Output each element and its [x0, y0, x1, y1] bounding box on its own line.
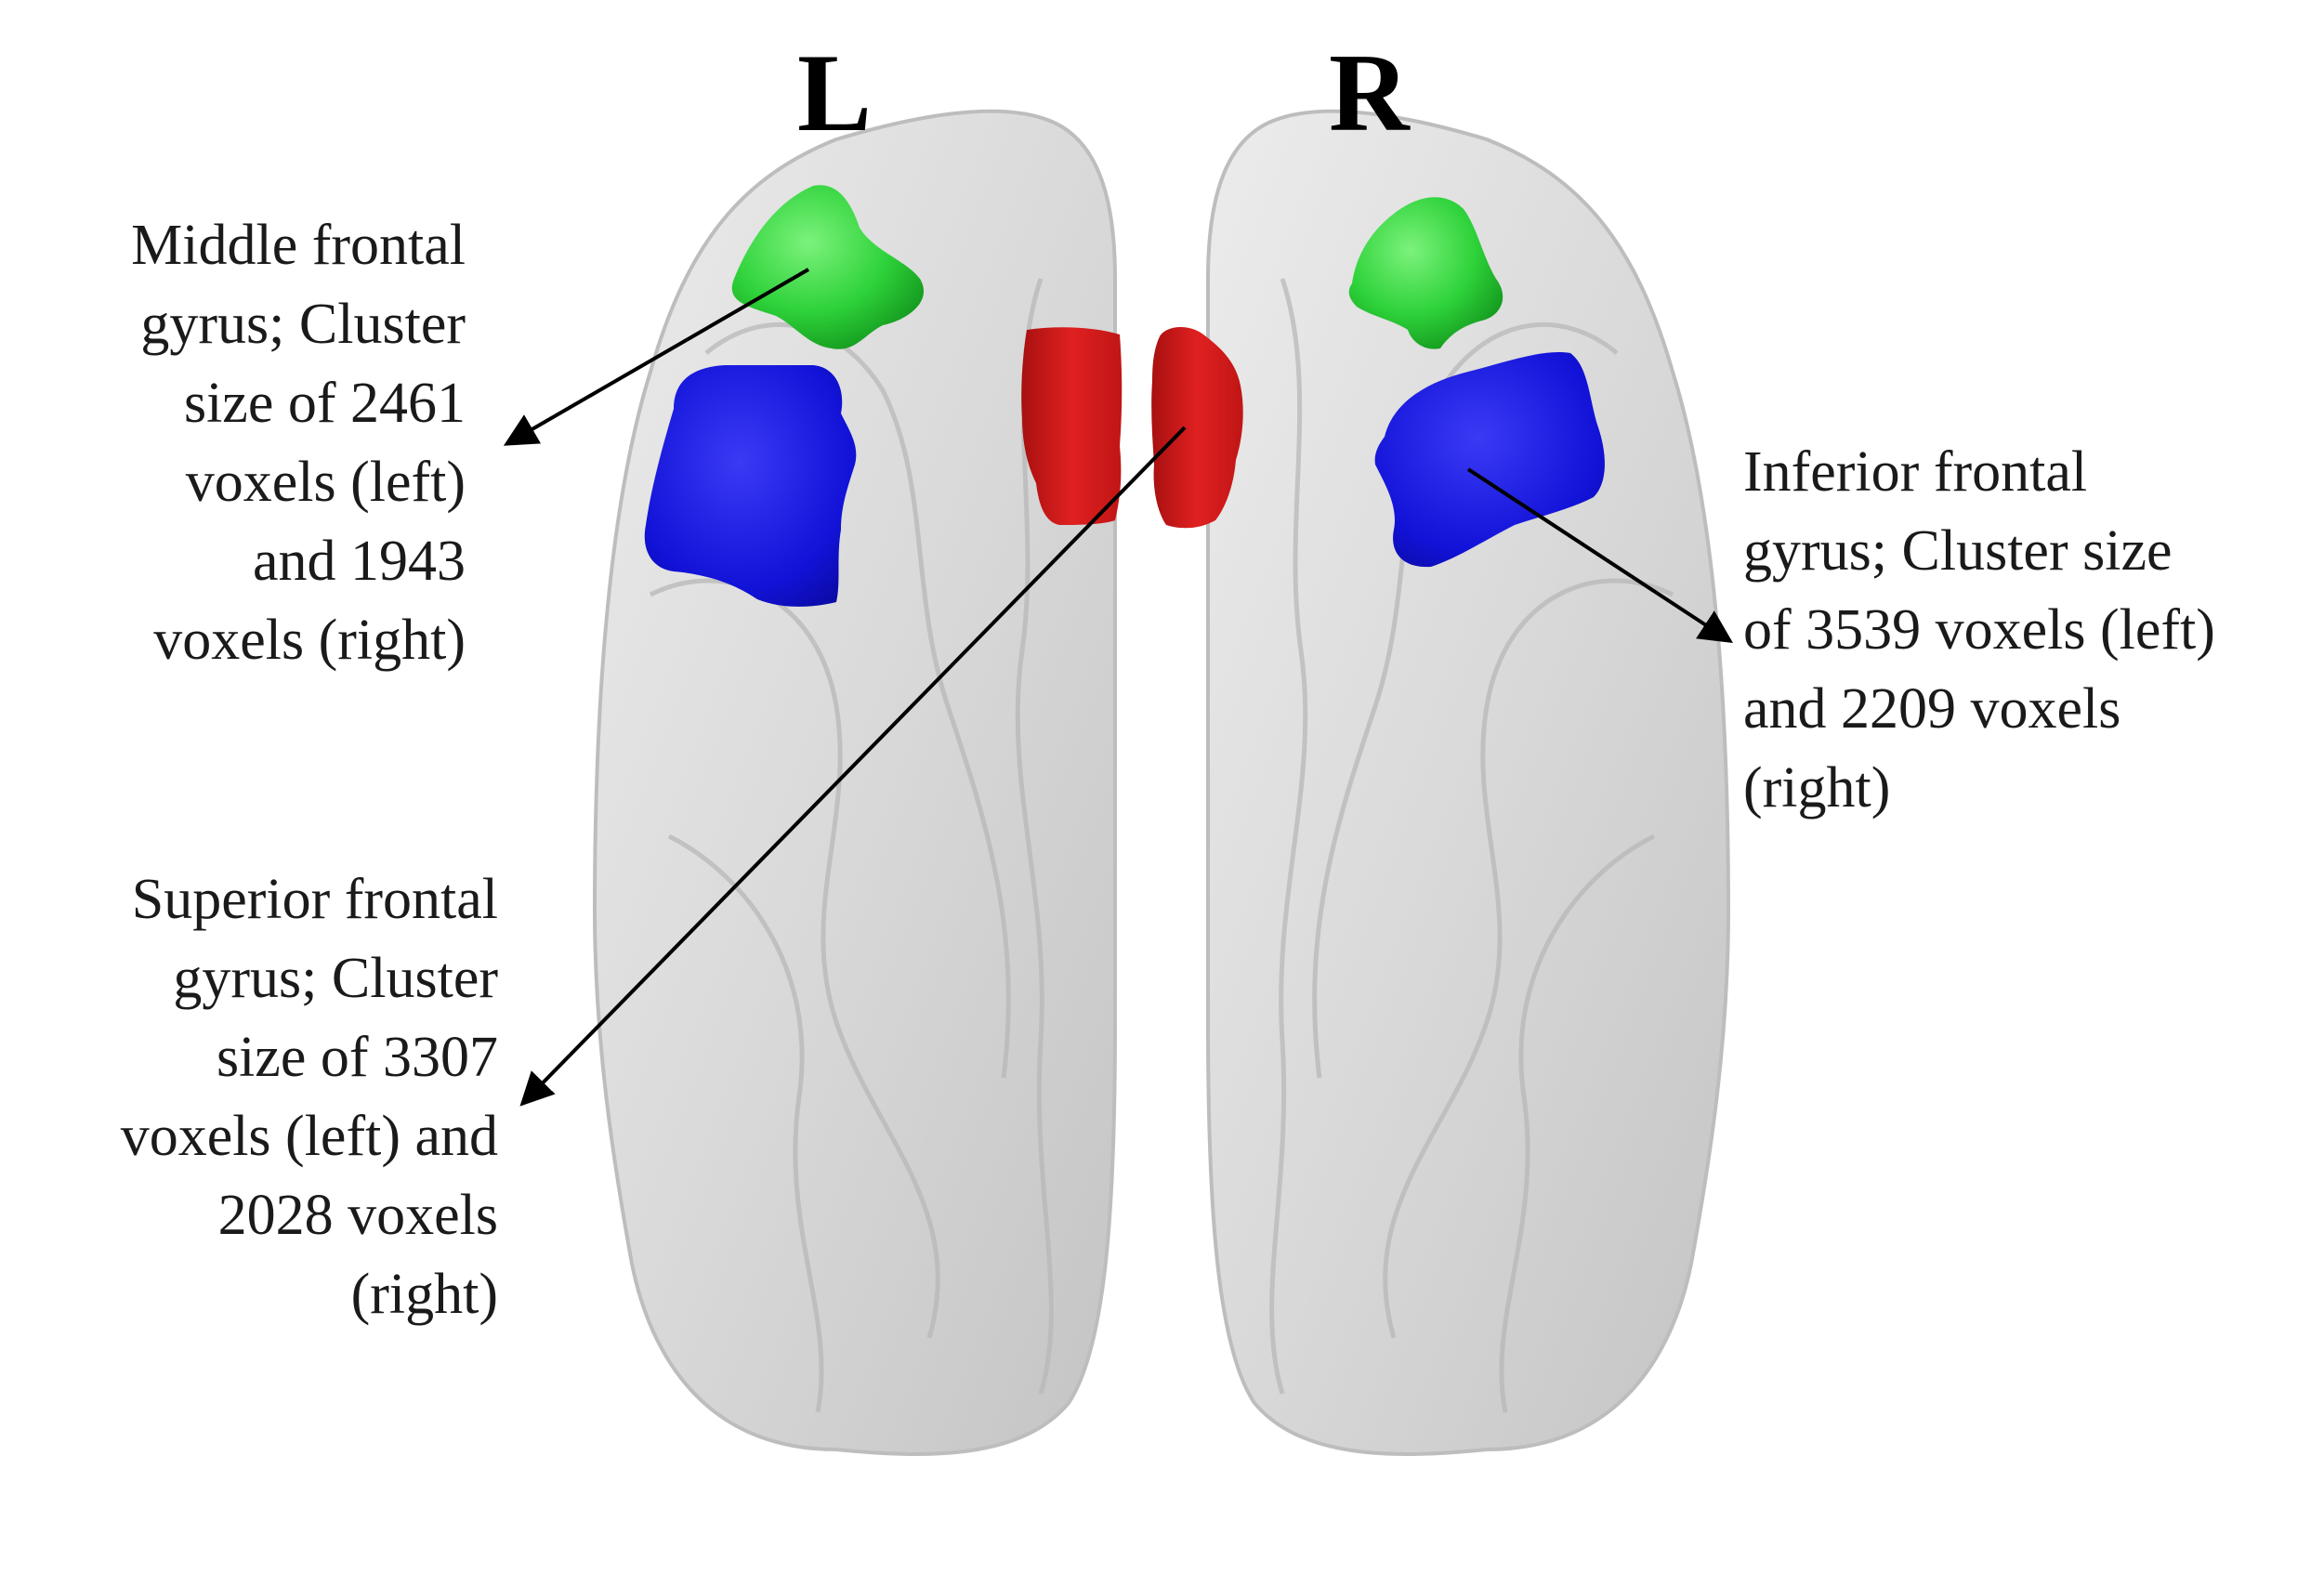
annotation-line: of 3539 voxels (left) [1743, 598, 2215, 662]
annotation-line: size of 2461 [183, 372, 466, 435]
inferior-frontal-leader-arrow [1466, 467, 1734, 643]
annotation-line: and 2209 voxels [1743, 677, 2121, 741]
middle-frontal-leader-arrow [503, 268, 810, 446]
annotation-line: Inferior frontal [1743, 440, 2088, 504]
annotation-line: (right) [1743, 756, 1891, 820]
annotation-line: Superior frontal [131, 868, 498, 931]
inferior-frontal-left-cluster [644, 365, 857, 607]
annotation-line: Middle frontal [131, 214, 466, 277]
annotation-line: voxels (left) and [120, 1105, 498, 1168]
middle-frontal-annotation: Middle frontal gyrus; Cluster size of 24… [131, 206, 466, 680]
inferior-frontal-annotation: Inferior frontal gyrus; Cluster size of … [1743, 433, 2215, 828]
superior-frontal-annotation: Superior frontal gyrus; Cluster size of … [121, 860, 498, 1334]
annotation-line: 2028 voxels [217, 1184, 498, 1247]
annotation-line: size of 3307 [216, 1026, 498, 1089]
right-hemisphere-label: R [1329, 31, 1410, 154]
superior-frontal-left-cluster [1021, 327, 1123, 525]
middle-frontal-right-cluster [1348, 197, 1503, 349]
superior-frontal-leader-arrow [519, 426, 1187, 1107]
inferior-frontal-right-cluster [1374, 352, 1605, 568]
annotation-line: voxels (left) [185, 451, 466, 514]
annotation-line: gyrus; Cluster [173, 947, 498, 1010]
annotation-line: and 1943 [252, 530, 466, 593]
annotation-line: voxels (right) [153, 609, 466, 672]
annotation-line: gyrus; Cluster size [1743, 519, 2173, 583]
annotation-line: gyrus; Cluster [140, 293, 466, 356]
left-hemisphere-label: L [797, 31, 873, 154]
superior-frontal-right-cluster [1151, 326, 1243, 529]
annotation-line: (right) [350, 1263, 498, 1326]
middle-frontal-left-cluster [731, 185, 925, 349]
